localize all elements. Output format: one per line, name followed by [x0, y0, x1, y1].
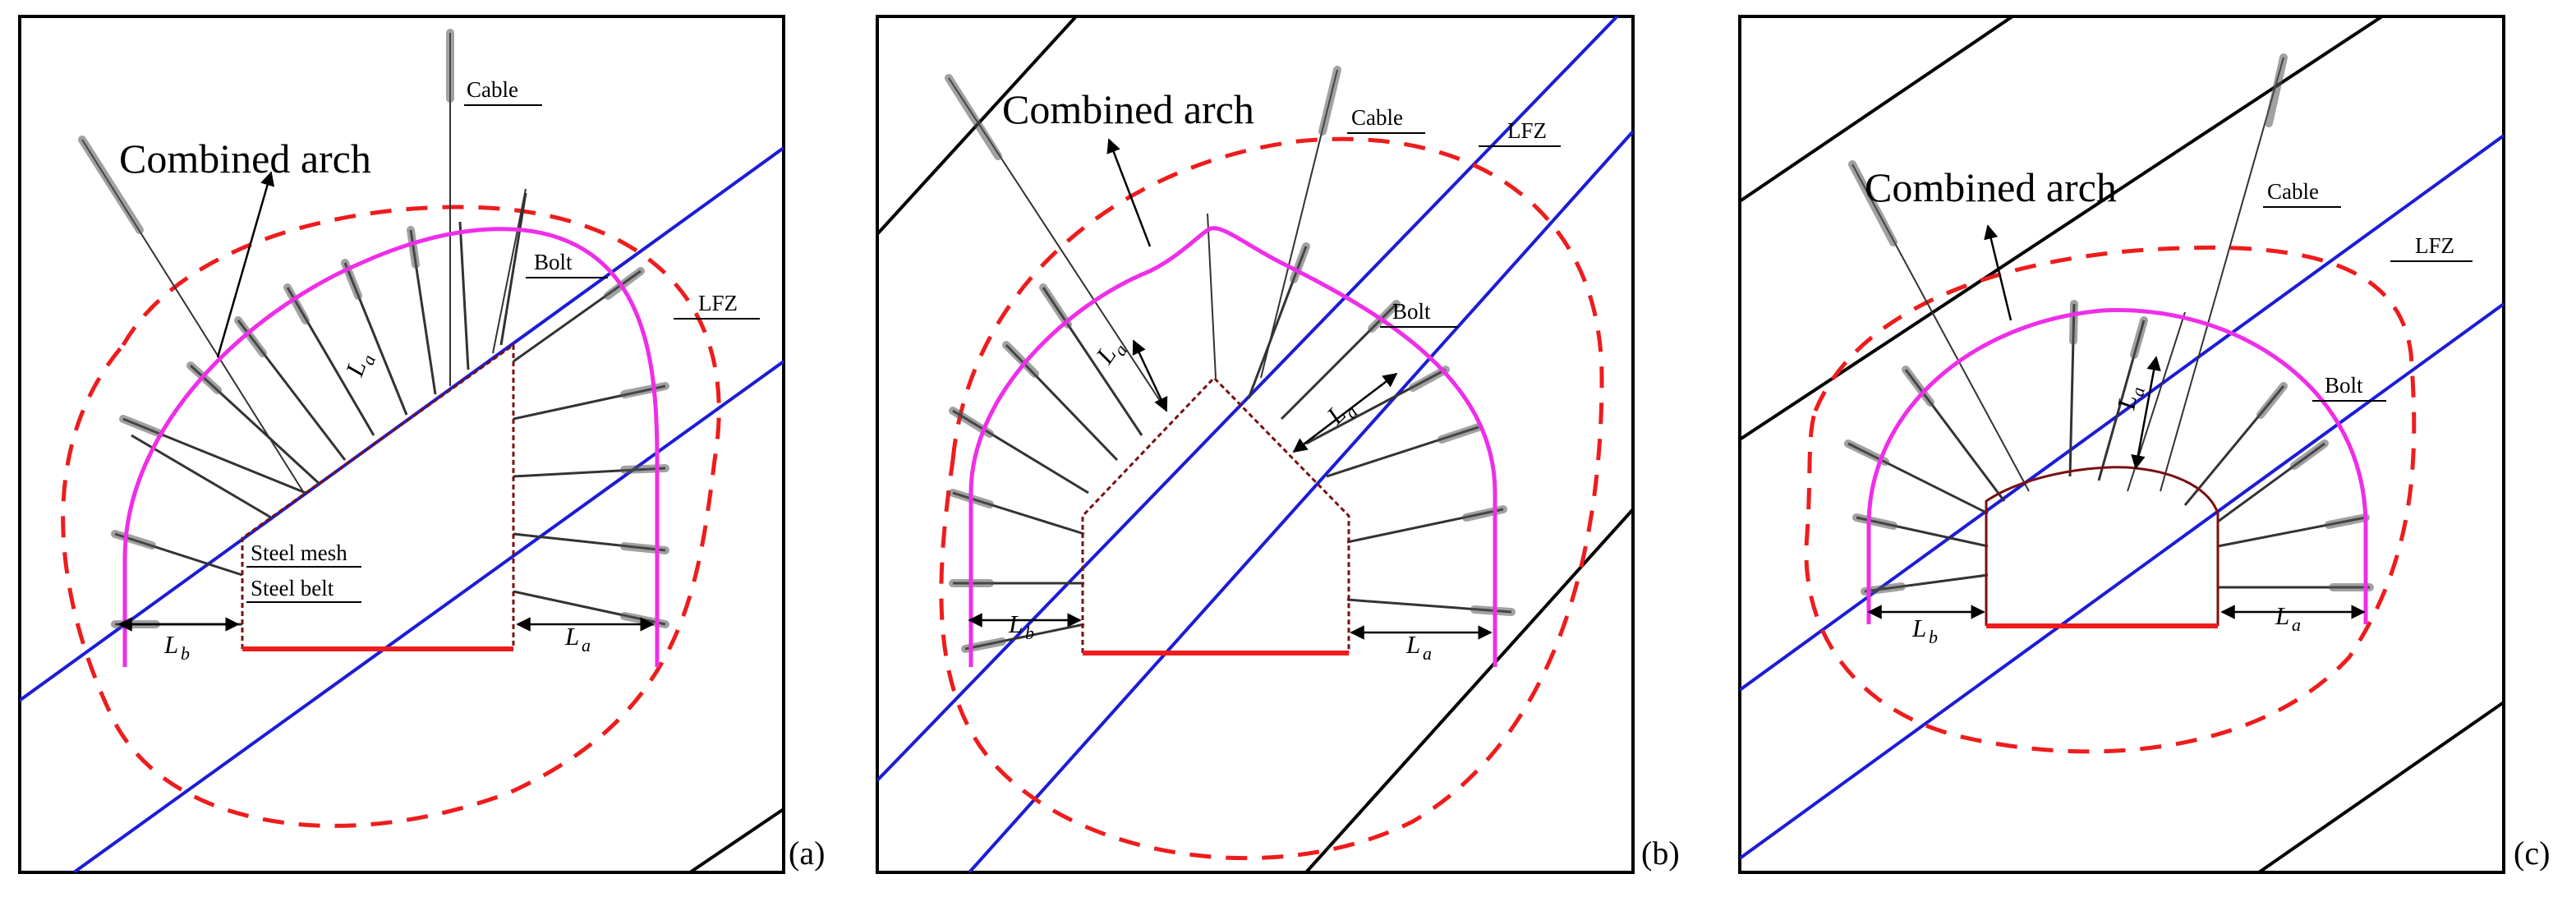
panel-frame — [876, 15, 1635, 874]
label-lc: L a — [339, 352, 380, 381]
svg-text:b: b — [1929, 627, 1938, 647]
lfz-boundary — [939, 136, 1604, 861]
joint-lines — [20, 146, 784, 872]
label-steel-mesh: Steel mesh — [251, 540, 347, 565]
label-cable: Cable — [467, 77, 518, 102]
bolts — [114, 192, 666, 626]
panel-c: Combined arch Cable LFZ Bolt L b L a L a… — [1738, 15, 2550, 874]
lc2-dimension — [1292, 372, 1398, 453]
roadway-section — [1081, 375, 1350, 653]
svg-text:L: L — [2275, 601, 2289, 630]
combined-arch-outline — [122, 227, 660, 667]
label-lb: L b — [163, 630, 190, 664]
panel-label-a: (a) — [789, 835, 825, 872]
label-lfz: LFZ — [698, 291, 738, 315]
lc1-dimension — [1132, 339, 1168, 412]
label-bolt: Bolt — [1392, 299, 1431, 324]
roadway-section — [1985, 466, 2220, 626]
combined-arch-pointer — [1106, 138, 1152, 247]
svg-text:a: a — [1423, 643, 1432, 664]
svg-text:L: L — [564, 622, 579, 651]
svg-text:a: a — [582, 635, 591, 656]
label-lb: L b — [1008, 610, 1034, 643]
label-combined-arch: Combined arch — [1865, 164, 2117, 210]
label-cable: Cable — [1351, 105, 1403, 130]
label-combined-arch: Combined arch — [119, 136, 371, 182]
label-la: L a — [564, 622, 591, 656]
roadway-section — [241, 343, 515, 649]
bolt-heads — [78, 29, 669, 628]
lfz-boundary — [1804, 245, 2417, 754]
label-la: L a — [2275, 601, 2301, 635]
label-combined-arch: Combined arch — [1002, 86, 1254, 132]
svg-text:L: L — [1008, 610, 1023, 638]
svg-text:a: a — [2127, 385, 2149, 398]
svg-text:b: b — [1025, 623, 1034, 643]
panel-label-c: (c) — [2514, 835, 2550, 872]
label-cable: Cable — [2267, 179, 2319, 204]
svg-text:a: a — [2292, 614, 2301, 635]
panel-a: Combined arch Cable Bolt LFZ Steel mesh … — [18, 15, 825, 874]
combined-arch-outline — [968, 226, 1497, 667]
label-la: L a — [1405, 630, 1432, 664]
label-bolt: Bolt — [2325, 373, 2363, 398]
label-lc: L a — [2111, 385, 2149, 412]
bolt-heads — [1844, 53, 2374, 596]
svg-text:L: L — [1911, 614, 1926, 642]
panel-label-b: (b) — [1641, 835, 1680, 872]
cables — [81, 33, 527, 494]
lc-dimension — [2131, 356, 2161, 470]
label-lfz: LFZ — [2415, 233, 2454, 258]
svg-text:L: L — [163, 630, 178, 659]
rock-layer-line — [688, 807, 784, 872]
combined-arch-pointer — [1984, 224, 2012, 321]
label-lb: L b — [1911, 614, 1938, 647]
combined-arch-pointer — [216, 171, 275, 358]
svg-text:b: b — [181, 643, 190, 664]
combined-arch-outline — [1866, 308, 2368, 624]
panel-frame — [1738, 15, 2505, 874]
bolts — [1847, 303, 2370, 593]
lfz-boundary — [61, 205, 721, 828]
panel-b: Combined arch Cable LFZ Bolt L b L a L a… — [876, 15, 1680, 874]
panel-frame — [18, 15, 785, 874]
svg-text:L: L — [1405, 630, 1420, 659]
label-bolt: Bolt — [534, 250, 573, 274]
joint-lines — [877, 16, 1633, 872]
label-steel-belt: Steel belt — [251, 576, 334, 600]
label-lfz: LFZ — [1507, 118, 1547, 143]
